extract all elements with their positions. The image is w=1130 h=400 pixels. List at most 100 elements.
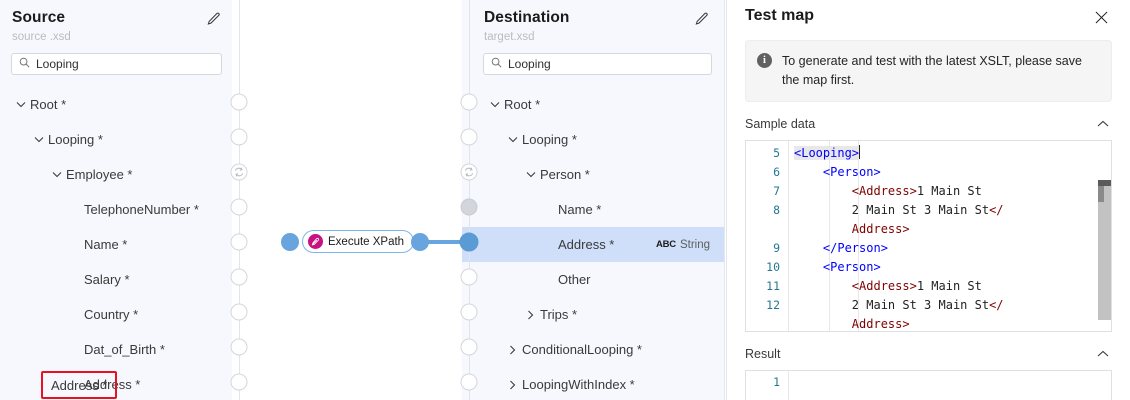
chevron-up-icon[interactable] <box>1094 345 1112 363</box>
destination-panel-header: Destination target.xsd <box>462 0 724 45</box>
connector-dot[interactable] <box>460 93 478 111</box>
destination-search-input[interactable]: Looping <box>483 53 712 75</box>
text-cursor <box>859 145 861 159</box>
tree-row[interactable]: Address * <box>0 367 232 400</box>
node-output-handle[interactable] <box>411 233 429 251</box>
connector-dot[interactable] <box>459 232 479 252</box>
indent-guide <box>829 141 830 331</box>
editor-code-area[interactable]: <Looping> <Person> <Address>1 Main St 2 … <box>788 141 1111 331</box>
source-edit-pencil-icon[interactable] <box>202 8 224 30</box>
destination-panel-title: Destination <box>484 9 570 26</box>
chevron-down-icon[interactable] <box>14 101 27 108</box>
result-section-header[interactable]: Result <box>745 344 1112 364</box>
node-label: Execute XPath <box>328 235 405 248</box>
source-tree: Root * Looping * Employee * TelephoneNumber… <box>0 87 232 400</box>
sample-data-editor[interactable]: 5678910111213 <Looping> <Person> <Addres… <box>745 140 1112 332</box>
editor-line-number: 7 <box>773 184 780 198</box>
chevron-down-icon[interactable] <box>32 136 45 143</box>
connector-dot[interactable] <box>230 93 248 111</box>
tree-row[interactable]: Other <box>462 262 724 297</box>
node-pill[interactable]: Execute XPath <box>302 230 415 253</box>
connector-dot[interactable] <box>460 268 478 286</box>
tree-row[interactable]: Person * <box>462 157 724 192</box>
editor-line-number: 6 <box>773 165 780 179</box>
connector-dot[interactable] <box>230 373 248 391</box>
code-token <box>794 222 852 236</box>
loop-connector-icon[interactable] <box>230 163 248 181</box>
tree-row[interactable]: LoopingWithIndex * <box>462 367 724 400</box>
xpath-function-icon <box>308 234 323 249</box>
connector-dot[interactable] <box>230 338 248 356</box>
tree-row-label: Looping * <box>48 131 103 147</box>
tree-row[interactable]: Root * <box>462 87 724 122</box>
tree-row-label: Country * <box>84 306 139 322</box>
editor-code-line: <Looping> <box>794 144 1111 163</box>
editor-line-number <box>746 315 780 331</box>
connector-dot[interactable] <box>460 373 478 391</box>
tree-row[interactable]: Root * <box>0 87 232 122</box>
tree-row[interactable]: Name * <box>0 227 232 262</box>
node-input-handle[interactable] <box>281 233 299 251</box>
connector-dot[interactable] <box>230 198 248 216</box>
editor-code-line: </Person> <box>794 239 1111 258</box>
data-type-label: String <box>679 238 710 251</box>
connector-dot[interactable] <box>460 128 478 146</box>
connector-dot[interactable] <box>460 338 478 356</box>
result-editor[interactable]: 1 <box>745 370 1112 400</box>
code-token <box>794 165 823 179</box>
tree-row[interactable]: Looping * <box>0 122 232 157</box>
loop-connector-icon[interactable] <box>460 163 478 181</box>
tree-row[interactable]: Country * <box>0 297 232 332</box>
connector-dot[interactable] <box>230 128 248 146</box>
tree-row[interactable]: ConditionalLooping * <box>462 332 724 367</box>
tree-row-label: TelephoneNumber * <box>84 201 199 217</box>
code-token <box>794 241 823 255</box>
tree-row[interactable]: Employee * <box>0 157 232 192</box>
tree-row[interactable]: Looping * <box>462 122 724 157</box>
chevron-up-icon[interactable] <box>1094 115 1112 133</box>
code-token: </Person> <box>822 241 888 255</box>
tree-row[interactable]: TelephoneNumber * <box>0 192 232 227</box>
chevron-down-icon[interactable] <box>524 171 537 178</box>
source-search-input[interactable]: Looping <box>11 53 222 75</box>
destination-edit-pencil-icon[interactable] <box>690 8 712 30</box>
chevron-right-icon[interactable] <box>524 310 537 320</box>
chevron-right-icon[interactable] <box>506 380 519 390</box>
close-icon[interactable] <box>1090 6 1112 28</box>
code-token <box>794 260 823 274</box>
source-schema-panel: Source source .xsd Looping Root *Looping… <box>0 0 232 400</box>
chevron-right-icon[interactable] <box>506 345 519 355</box>
tree-row[interactable]: Salary * <box>0 262 232 297</box>
editor-line-number: 9 <box>773 241 780 255</box>
tree-row[interactable]: Name * <box>462 192 724 227</box>
editor-line-number: 11 <box>766 279 780 293</box>
tree-row-label: Root * <box>504 96 541 112</box>
editor-scrollbar-thumb[interactable] <box>1098 180 1111 320</box>
editor-vertical-scrollbar[interactable] <box>1098 141 1111 331</box>
connector-dot[interactable] <box>230 268 248 286</box>
node-output-edge <box>427 240 467 244</box>
tree-row-label: Looping * <box>522 131 577 147</box>
editor-code-line: 2 Main St 3 Main St</ <box>794 296 1111 315</box>
editor-line-number: 12 <box>766 298 780 312</box>
chevron-down-icon[interactable] <box>488 101 501 108</box>
result-code-area[interactable] <box>788 371 1111 400</box>
connector-dot[interactable] <box>230 233 248 251</box>
connector-dot[interactable] <box>230 303 248 321</box>
connector-dot[interactable] <box>460 303 478 321</box>
tree-row-label: Name * <box>84 236 128 252</box>
tree-row-label: Employee * <box>66 166 133 182</box>
sample-data-section-header[interactable]: Sample data <box>745 114 1112 134</box>
tree-row[interactable]: Dat_of_Birth * <box>0 332 232 367</box>
chevron-down-icon[interactable] <box>506 136 519 143</box>
chevron-down-icon[interactable] <box>50 171 63 178</box>
source-search-value: Looping <box>36 57 79 71</box>
info-icon: i <box>757 53 772 68</box>
connector-dot[interactable] <box>460 198 478 216</box>
code-token: Address> <box>851 317 910 331</box>
tree-row[interactable]: Trips * <box>462 297 724 332</box>
result-title: Result <box>745 347 781 361</box>
code-token: </ <box>989 203 1004 217</box>
